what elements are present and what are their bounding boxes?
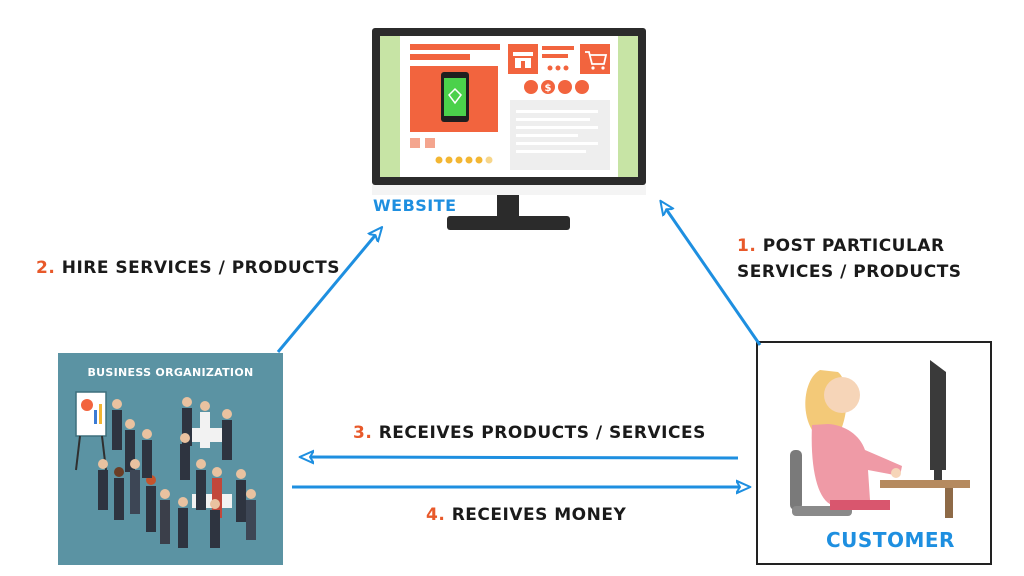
edge-label-receives-money: 4. RECEIVES MONEY <box>426 503 626 529</box>
dollar-icon <box>541 80 555 94</box>
edge-number: 1. <box>737 236 757 256</box>
arrow-receives-products <box>306 457 739 458</box>
edge-label-post: 1. POST PARTICULAR SERVICES / PRODUCTS <box>737 234 962 285</box>
edge-text: RECEIVES MONEY <box>451 505 627 525</box>
phone-icon <box>441 72 469 122</box>
edge-label-hire: 2. HIRE SERVICES / PRODUCTS <box>36 256 340 282</box>
store-icon <box>508 44 538 74</box>
monitor-base <box>447 216 570 230</box>
edge-label-receives-products: 3. RECEIVES PRODUCTS / SERVICES <box>353 421 706 447</box>
business-organization-illustration <box>58 353 283 565</box>
arrow-hire-services <box>276 232 378 353</box>
business-organization-label: BUSINESS ORGANIZATION <box>87 366 254 379</box>
plane-icon <box>558 80 572 94</box>
website-monitor: $ <box>372 28 646 230</box>
tag-icon <box>524 80 538 94</box>
star-icon <box>435 156 493 164</box>
cart-icon <box>580 44 610 74</box>
edge-text: HIRE SERVICES / PRODUCTS <box>61 258 340 278</box>
svg-text:$: $ <box>545 83 552 94</box>
website-label: WEBSITE <box>373 196 457 215</box>
customer-illustration <box>756 341 992 565</box>
edge-text-line2: SERVICES / PRODUCTS <box>737 261 962 282</box>
mail-icon <box>575 80 589 94</box>
customer-label: CUSTOMER <box>826 528 955 552</box>
arrow-post-services <box>664 206 762 346</box>
hearts-icon <box>547 65 569 71</box>
edge-text: RECEIVES PRODUCTS / SERVICES <box>378 423 706 443</box>
edge-number: 4. <box>426 505 446 525</box>
edge-number: 3. <box>353 423 373 443</box>
edge-number: 2. <box>36 258 56 278</box>
edge-text-line1: POST PARTICULAR <box>762 236 945 256</box>
monitor-neck <box>497 195 519 217</box>
